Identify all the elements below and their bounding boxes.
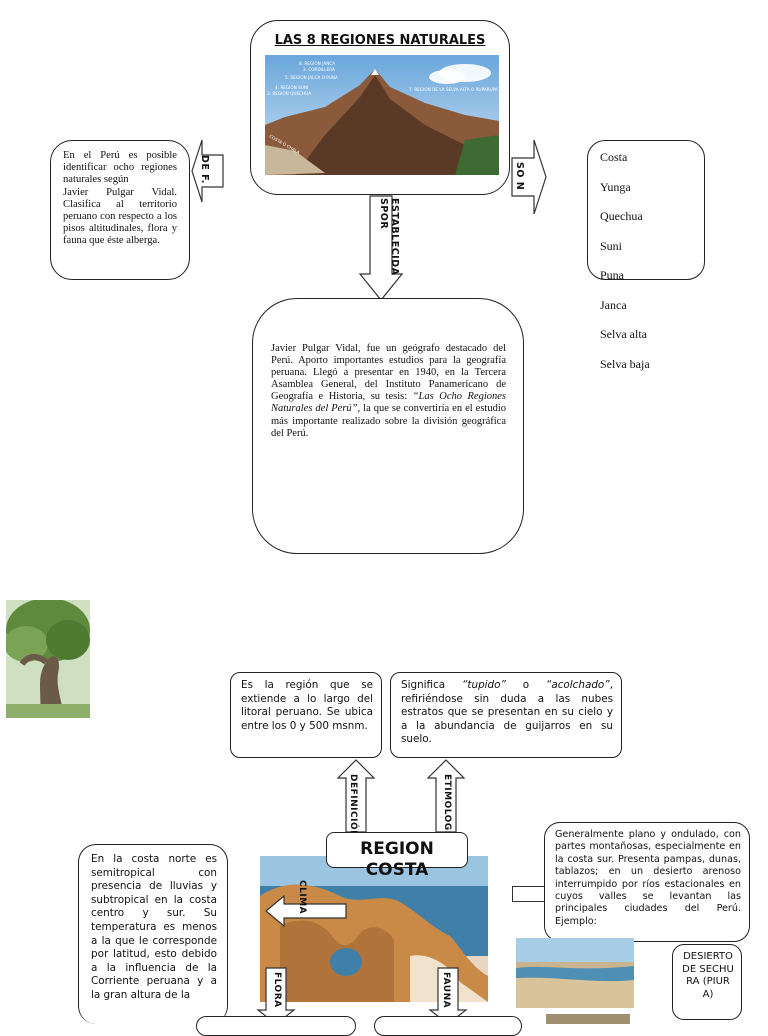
regions-list-box [587,140,705,280]
intro-text-box: En el Perú es posible identificar ocho r… [50,140,190,280]
etymology-text-start: Significa [401,679,463,691]
definition-box: Es la región que se extiende a lo largo … [230,672,382,758]
arrow-left [191,139,224,203]
etymology-text-mid: o [505,679,546,691]
clima-label: CLIMA [297,880,307,915]
etymology-word-1: “tupido” [462,679,506,691]
label-quechua: 3. REGION QUECHUA [267,91,311,96]
bio-text-end: , la que se convertiría en el estudio má… [271,403,507,439]
region-item: Puna [600,268,624,282]
region-costa-title-box: REGION COSTA [326,832,468,880]
region-item: Janca [600,297,627,312]
intro-text: En el Perú es posible identificar ocho r… [63,150,177,247]
label-suni: 4. REGION SUNI [275,85,308,90]
fauna-box [374,1016,522,1036]
arrow-down [358,195,404,301]
arrow-right [511,139,547,215]
desert-photo [516,938,634,1008]
arrow-down-label: ESTABLECIDA SPOR [378,198,400,276]
label-selva-alta: 7. REGION DE LA SELVA ALTA O RUPARUPA [409,87,498,92]
relieve-box: Generalmente plano y ondulado, con parte… [544,822,750,942]
definicion-label: DEFINICIÓN [348,774,358,839]
region-item: Yunga [600,179,631,194]
etimologia-label: ETIMOLOGÍA [442,774,452,843]
label-cordillera: 3. CORDILLERA [303,67,335,72]
bio-box: Javier Pulgar Vidal, fue un geógrafo des… [252,298,524,554]
etymology-text-end: , refiriéndose sin duda a las nubes estr… [401,679,613,745]
sechura-text: DESIERTO DE SECHURA (PIURA) [682,951,734,1000]
label-puna: 5. REGION JALCA O PUNA [285,75,338,80]
sechura-box: DESIERTO DE SECHURA (PIURA) [672,944,742,1020]
region-item: Selva alta [600,327,647,341]
etymology-text: Significa “tupido” o “acolchado”, refiri… [401,679,613,747]
arrow-left-clima [265,894,347,928]
arrow-right-label: SO N [514,162,525,191]
label-janca: 8. REGION JANCA [299,61,335,66]
regions-list: Costa Yunga Quechua Suni Puna Janca Selv… [600,150,650,386]
relieve-text: Generalmente plano y ondulado, con parte… [555,829,741,927]
etymology-word-2: “acolchado” [545,679,610,691]
desert-photo-2 [546,1014,630,1024]
tree-photo [6,600,90,718]
region-costa-title: REGION COSTA [360,839,434,880]
bio-text-main: Javier Pulgar Vidal, fue un geógrafo des… [271,343,506,403]
fauna-label: FAUNA [441,972,451,1009]
region-item: Selva baja [600,356,650,371]
regions-title-box: LAS 8 REGIONES NATURALES 8. REGION JANCA… [250,20,510,195]
clima-text: En la costa norte es semitropical con pr… [91,853,217,1001]
bio-thesis-title: “Las Ocho Regiones Naturales del Perú” [271,391,507,415]
etymology-box: Significa “tupido” o “acolchado”, refiri… [390,672,622,758]
regions-title: LAS 8 REGIONES NATURALES [274,33,486,48]
arrow-left-label: DE F. [199,155,210,184]
relieve-connector [512,886,544,902]
region-item: Costa [600,150,628,164]
flora-box [196,1016,356,1036]
definition-text: Es la región que se extiende a lo largo … [241,679,373,732]
bio-text: Javier Pulgar Vidal, fue un geógrafo des… [271,343,506,440]
mountain-profile-image: 8. REGION JANCA 3. CORDILLERA 5. REGION … [265,55,499,175]
region-item: Quechua [600,209,643,223]
clima-box: En la costa norte es semitropical con pr… [78,844,228,1024]
region-item: Suni [600,238,623,253]
flora-label: FLORA [272,972,282,1008]
